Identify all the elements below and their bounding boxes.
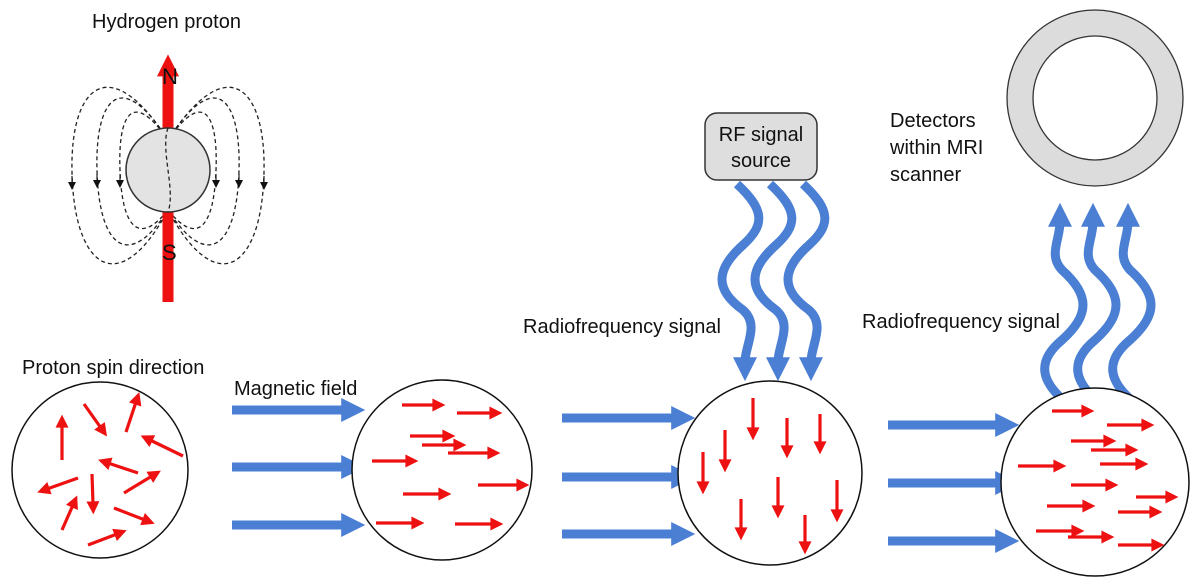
rf-source-box bbox=[704, 112, 818, 181]
stage-aligned-spins bbox=[351, 379, 533, 561]
rf-wave bbox=[1108, 202, 1156, 408]
rf-signal-incoming-label: Radiofrequency signal bbox=[523, 316, 721, 338]
outgoing-rf-waves bbox=[1040, 202, 1156, 408]
stage-random-spins: Proton spin direction bbox=[11, 357, 204, 559]
spin-arrow bbox=[86, 473, 100, 515]
rf-wave bbox=[1040, 202, 1088, 408]
detectors-label-line3: scanner bbox=[890, 164, 961, 186]
proton-sample-circle-4 bbox=[1000, 387, 1190, 577]
proton-inner-field-line bbox=[165, 127, 171, 213]
field-line-arrowheads bbox=[68, 174, 268, 190]
spin-arrow bbox=[123, 470, 161, 495]
hydrogen-proton-figure: Hydrogen proton N S bbox=[68, 11, 268, 302]
spin-arrow bbox=[37, 476, 79, 495]
stage-flipped-spins bbox=[677, 380, 863, 566]
north-pole-label: N bbox=[162, 64, 178, 89]
rf-signal-outgoing-label: Radiofrequency signal bbox=[862, 311, 1060, 333]
magnetic-field-arrows-2 bbox=[562, 406, 696, 546]
rf-signal-source: RF signal source bbox=[704, 112, 818, 181]
magnetic-field-arrows: Magnetic field bbox=[232, 378, 366, 537]
spin-arrow bbox=[124, 392, 142, 433]
spin-arrow bbox=[87, 528, 127, 547]
random-spin-arrows bbox=[37, 392, 184, 547]
mri-detector-ring: Detectors within MRI scanner bbox=[889, 9, 1184, 187]
relaxing-spin-arrows bbox=[1018, 404, 1179, 552]
proton-sample-circle-1 bbox=[11, 381, 189, 559]
incoming-rf-waves bbox=[717, 180, 830, 382]
rf-wave bbox=[1073, 202, 1121, 408]
proton-sample-circle-2 bbox=[351, 379, 533, 561]
detectors-label-line1: Detectors bbox=[890, 110, 976, 132]
magnetic-field-arrows-3 bbox=[888, 413, 1020, 553]
spin-arrow bbox=[98, 457, 139, 475]
proton-sample-circle-3 bbox=[677, 380, 863, 566]
flipped-spin-arrows bbox=[696, 398, 844, 555]
spin-arrow bbox=[82, 403, 108, 437]
stage-relaxing-spins bbox=[1000, 387, 1190, 577]
rf-wave bbox=[750, 180, 797, 382]
magnetic-field-lines bbox=[71, 86, 265, 265]
detectors-label-line2: within MRI bbox=[889, 137, 983, 159]
spin-arrow bbox=[113, 506, 155, 526]
rf-wave bbox=[783, 180, 830, 382]
proton-spin-direction-label: Proton spin direction bbox=[22, 357, 204, 379]
magnetic-field-label: Magnetic field bbox=[234, 378, 357, 400]
rf-source-label-line1: RF signal bbox=[719, 124, 803, 146]
aligned-spin-arrows bbox=[372, 398, 530, 531]
spin-arrow bbox=[140, 435, 184, 458]
hydrogen-proton-label: Hydrogen proton bbox=[92, 11, 241, 33]
south-pole-label: S bbox=[162, 240, 177, 265]
rf-wave bbox=[717, 180, 764, 382]
spin-arrow bbox=[60, 495, 78, 531]
rf-source-label-line2: source bbox=[731, 150, 791, 172]
